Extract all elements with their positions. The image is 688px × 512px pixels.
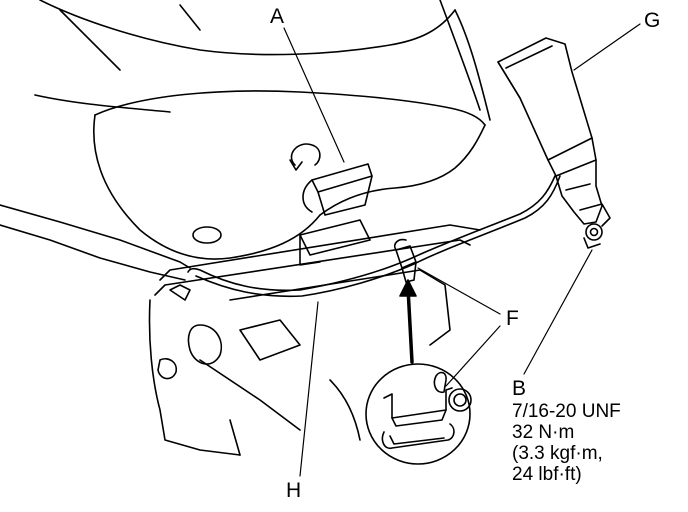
label-b: B xyxy=(512,377,527,400)
seat-cushion xyxy=(34,90,486,260)
leader-b xyxy=(523,249,593,375)
buckle-switch-harness xyxy=(187,175,561,298)
leader-g xyxy=(573,23,641,71)
detail-arrow xyxy=(406,286,414,364)
label-g: G xyxy=(644,9,661,32)
label-a: A xyxy=(270,5,285,28)
floor-outline xyxy=(0,204,191,281)
spec-torque-lbfft: 24 lbf·ft) xyxy=(512,464,582,485)
label-f: F xyxy=(506,307,519,330)
seat-belt-buckle xyxy=(497,37,611,227)
harness-clip xyxy=(393,238,417,283)
detail-arrow-head xyxy=(399,279,417,297)
leader-lines xyxy=(283,23,641,477)
spec-thread: 7/16-20 UNF xyxy=(512,401,621,422)
spec-torque-nm: 32 N·m xyxy=(512,422,575,443)
leader-f-top xyxy=(417,267,501,315)
seat-track-frame xyxy=(148,224,481,456)
leader-f-bottom xyxy=(445,325,501,387)
mounting-bolt xyxy=(583,223,603,249)
leader-h xyxy=(299,301,319,477)
recline-lever xyxy=(289,143,373,266)
clip-detail-inset xyxy=(365,363,472,465)
label-h: H xyxy=(286,479,302,502)
spec-torque-kgfm: (3.3 kgf·m, xyxy=(512,443,603,464)
torque-spec: 7/16-20 UNF 32 N·m (3.3 kgf·m, 24 lbf·ft… xyxy=(512,401,621,485)
seat-backrest xyxy=(39,0,491,121)
leader-a xyxy=(283,27,345,163)
